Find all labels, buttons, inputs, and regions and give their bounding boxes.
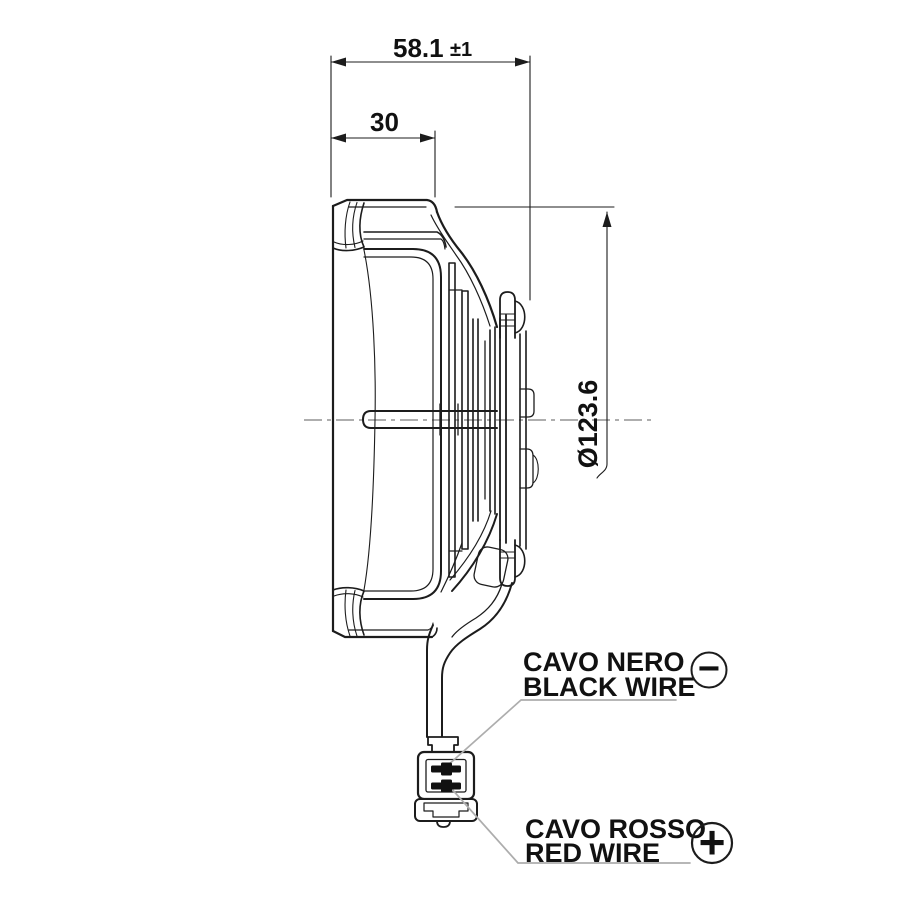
dimension-value: Ø123.6 [573,380,603,469]
fan-shroud [331,198,499,639]
mounting-ear-top [332,201,365,252]
dimension-diameter: Ø123.6 [454,206,615,479]
label-line1: CAVO NERO [523,647,685,677]
connector [414,699,691,864]
dimension-value: 30 [370,107,399,137]
plus-icon: + [690,816,734,868]
minus-icon: − [690,648,728,690]
arrowhead-right [515,57,530,67]
arrowhead-right [420,133,435,143]
label-line2: BLACK WIRE [523,672,695,702]
dimension-line [596,211,608,479]
label-line2: RED WIRE [525,838,660,868]
dimension-value: 58.1 [393,33,444,63]
leader-positive [449,786,691,864]
connector-skirt [414,798,478,822]
wire-boot [427,736,459,753]
arrowhead-left [331,133,346,143]
arrowhead-left [331,57,346,67]
dimension-tolerance: ±1 [450,39,472,61]
minus-symbol: − [698,648,720,690]
arrowhead-up [602,212,612,227]
label-line1: CAVO ROSSO [525,814,706,844]
fan-blade-rings [362,262,498,578]
terminal-positive [431,779,461,793]
wire [426,582,513,738]
plus-symbol: + [699,816,726,868]
label-positive-wire: CAVO ROSSO RED WIRE + [525,814,734,868]
motor-assembly [440,291,539,593]
dimension-ring-depth: 30 [330,107,436,198]
dimension-total-depth: 58.1 ±1 [330,33,531,301]
mounting-ear-bottom [332,586,365,637]
label-negative-wire: CAVO NERO BLACK WIRE − [523,647,728,702]
leader-negative [446,699,677,767]
terminal-negative [431,762,461,776]
